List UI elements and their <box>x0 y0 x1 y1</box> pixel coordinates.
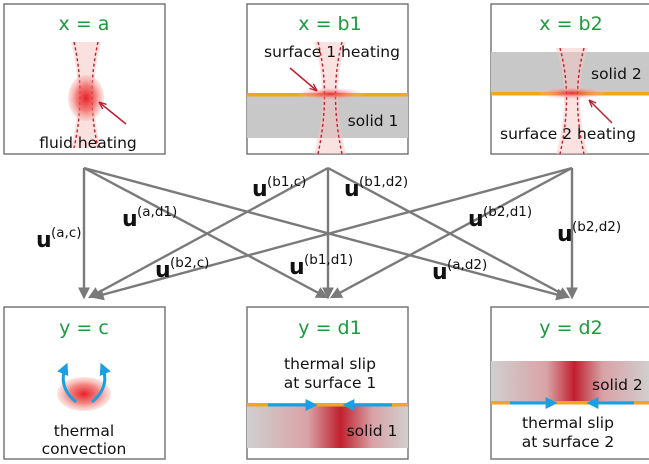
edge-labels: u (a,c) u (a,d1) u (b1,c) u (b1,d2) u (b… <box>36 174 621 285</box>
svg-text:u: u <box>122 207 138 232</box>
edge-label-b2-d2: u (b2,d2) <box>557 219 621 247</box>
panel-output-d2: solid 2 y = d2 thermal slip at surface 2 <box>490 306 649 460</box>
edge-lines <box>78 166 578 301</box>
surface-line <box>491 401 649 405</box>
svg-text:u: u <box>36 228 52 253</box>
panel-caption: surface 1 heating <box>264 43 400 61</box>
panel-input-b1: x = b1 surface 1 heating solid 1 <box>246 3 409 155</box>
edge-b1-c <box>87 166 329 299</box>
svg-text:u: u <box>557 222 573 247</box>
edge-b2-d1 <box>329 166 573 299</box>
edge-b2-c <box>91 166 573 301</box>
svg-text:(b2,d1): (b2,d1) <box>483 204 532 220</box>
svg-text:(a,d1): (a,d1) <box>137 204 177 220</box>
svg-text:u: u <box>432 260 448 285</box>
edge-label-b2-d1: u (b2,d1) <box>468 204 532 232</box>
heated-surface-spot <box>540 87 604 99</box>
svg-text:(b2,d2): (b2,d2) <box>572 219 621 235</box>
svg-text:u: u <box>289 255 305 280</box>
solid-label: solid 2 <box>592 376 643 394</box>
svg-text:u: u <box>344 177 360 202</box>
solid-label: solid 1 <box>348 112 399 130</box>
panel-title: y = c <box>59 317 109 339</box>
edge-b1-d2 <box>327 166 571 299</box>
panel-caption-line-1: thermal <box>54 422 114 440</box>
solid-label: solid 1 <box>347 422 398 440</box>
panel-title: x = b2 <box>539 13 602 35</box>
svg-text:(a,d2): (a,d2) <box>447 257 487 273</box>
svg-text:u: u <box>468 207 484 232</box>
panel-title: x = b1 <box>298 13 361 35</box>
svg-text:(b1,d2): (b1,d2) <box>359 174 408 190</box>
heated-fluid-spot <box>57 377 111 411</box>
panel-output-c: y = c thermal convection <box>3 306 166 460</box>
heated-surface-spot <box>298 88 362 100</box>
solid-block <box>247 406 408 448</box>
panel-title: y = d2 <box>539 317 602 339</box>
edge-label-b1-c: u (b1,c) <box>252 174 306 202</box>
panel-caption-line-2: convection <box>42 440 127 458</box>
edge-label-a-c: u (a,c) <box>36 225 82 253</box>
convection-arrow-right <box>91 362 111 404</box>
edge-label-b2-c: u (b2,c) <box>155 255 209 283</box>
svg-text:(b1,c): (b1,c) <box>267 174 306 190</box>
panel-title: x = a <box>59 13 110 35</box>
solid-label: solid 2 <box>591 65 642 83</box>
panel-caption-line-1: thermal slip <box>284 355 376 373</box>
panel-input-a: x = a fluid heating <box>3 3 166 155</box>
convection-arrow-left <box>57 362 77 404</box>
panel-caption-line-2: at surface 2 <box>522 433 615 451</box>
panel-caption: fluid heating <box>39 134 137 152</box>
solid-block <box>491 361 649 402</box>
svg-text:u: u <box>252 177 268 202</box>
edge-a-d1 <box>83 166 329 299</box>
panel-output-d1: y = d1 thermal slip at surface 1 solid 1 <box>246 306 409 460</box>
panel-caption: surface 2 heating <box>500 125 636 143</box>
panel-input-b2: solid 2 surface 2 heating x = b2 <box>490 3 649 155</box>
edge-label-a-d2: u (a,d2) <box>432 257 487 285</box>
surface-line <box>247 403 408 407</box>
svg-text:(b1,d1): (b1,d1) <box>304 252 353 268</box>
edge-label-a-d1: u (a,d1) <box>122 204 177 232</box>
svg-text:(b2,c): (b2,c) <box>170 255 209 271</box>
edge-a-d2 <box>83 166 569 301</box>
pointer-arrow <box>289 67 316 90</box>
edge-label-b1-d1: u (b1,d1) <box>289 252 353 280</box>
pointer-arrow <box>590 101 613 124</box>
panel-caption-line-1: thermal slip <box>522 414 614 432</box>
heated-fluid-spot <box>68 75 104 121</box>
panel-caption-line-2: at surface 1 <box>284 374 377 392</box>
svg-text:u: u <box>155 258 171 283</box>
pointer-arrow <box>100 103 127 125</box>
panel-title: y = d1 <box>298 317 361 339</box>
svg-text:(a,c): (a,c) <box>51 225 82 241</box>
edge-label-b1-d2: u (b1,d2) <box>344 174 408 202</box>
